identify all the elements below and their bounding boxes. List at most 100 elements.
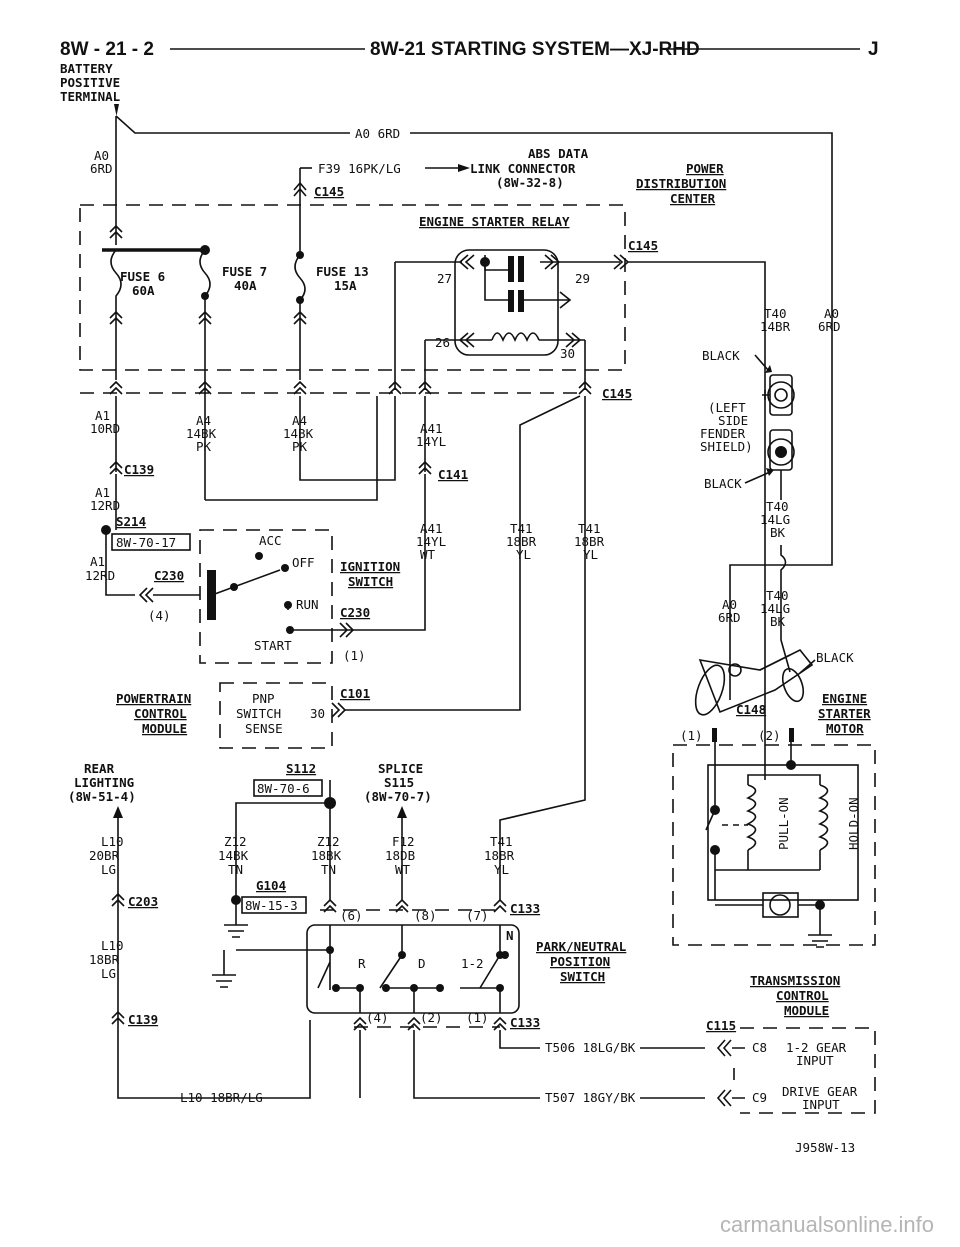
wire-label-t41-a: T41 18BR YL <box>506 521 537 562</box>
connector-label-c139-bottom: C139 <box>128 1012 158 1027</box>
starter-relay-body <box>454 249 559 356</box>
svg-text:14LG: 14LG <box>760 512 790 527</box>
fender-black-b: BLACK <box>704 476 742 491</box>
relay-coil <box>491 332 540 343</box>
splice-s214-ref: 8W-70-17 <box>116 535 176 550</box>
connector-c145-abs <box>293 181 307 197</box>
pdc-label: POWER DISTRIBUTION CENTER <box>636 161 726 206</box>
svg-text:L10: L10 <box>101 938 124 953</box>
starter-node-c <box>786 760 796 770</box>
pnp-pos-n: N <box>506 928 514 943</box>
svg-text:SWITCH: SWITCH <box>236 706 281 721</box>
svg-text:TN: TN <box>228 862 243 877</box>
pnp-dot-n <box>501 951 509 959</box>
wire-a0-6rd-top-left <box>115 115 350 134</box>
wire-label-a4-b: A4 14BK PK <box>283 413 314 454</box>
svg-text:YL: YL <box>494 862 509 877</box>
svg-text:14BK: 14BK <box>186 426 217 441</box>
wire-a1-to-ignition <box>105 530 135 596</box>
relay-pin-29-label: 29 <box>575 271 590 286</box>
watermark: carmanualsonline.info <box>720 1212 934 1237</box>
wire-label-t40-14br: T40 14BR <box>760 306 791 334</box>
svg-text:A0: A0 <box>824 306 839 321</box>
pnp-pin-4: (4) <box>366 1010 389 1025</box>
pnp-pos-12: 1-2 <box>461 956 484 971</box>
svg-text:SWITCH: SWITCH <box>348 574 393 589</box>
wire-z12 <box>235 780 331 900</box>
relay-pin-27 <box>395 254 475 270</box>
starter-motor-symbol <box>769 894 791 916</box>
ignition-start: START <box>254 638 292 653</box>
pnp-switch-label: PARK/NEUTRAL POSITION SWITCH <box>536 939 627 984</box>
svg-text:18DB: 18DB <box>385 848 415 863</box>
fuse-7-rating: 40A <box>234 278 257 293</box>
svg-text:1-2 GEAR: 1-2 GEAR <box>786 1040 847 1055</box>
rear-lighting-label: REAR LIGHTING (8W-51-4) <box>68 761 136 804</box>
page-title: 8W-21 STARTING SYSTEM—XJ-RHD <box>370 39 700 60</box>
starter-hold-on-coil <box>817 784 829 851</box>
pcm-pin-30: 30 <box>310 706 325 721</box>
ignition-pin-4: (4) <box>148 608 171 623</box>
svg-text:18BR: 18BR <box>574 534 605 549</box>
svg-text:12RD: 12RD <box>85 568 115 583</box>
connector-label-c141: C141 <box>438 467 468 482</box>
splice-s112-ref: 8W-70-6 <box>257 781 310 796</box>
connector-label-c133-bottom: C133 <box>510 1015 540 1030</box>
svg-text:18BR: 18BR <box>89 952 120 967</box>
splice-label-s214: S214 <box>116 514 146 529</box>
wire-label-t40-14lg-a: T40 14LG BK <box>760 499 790 540</box>
svg-text:T41: T41 <box>578 521 601 536</box>
fuse-7-name: FUSE 7 <box>222 264 267 279</box>
fuse-7-element <box>199 249 211 500</box>
ignition-switch-lever <box>211 569 281 596</box>
wire-label-z12-a: Z12 14BK TN <box>218 834 249 877</box>
svg-text:A4: A4 <box>196 413 211 428</box>
connector-label-c101: C101 <box>340 686 370 701</box>
splice-s115-label: SPLICE S115 (8W-70-7) <box>364 761 432 804</box>
svg-text:A41: A41 <box>420 521 443 536</box>
starter-pin-2: (2) <box>758 728 781 743</box>
svg-text:14BR: 14BR <box>760 319 791 334</box>
pcm-pnp-sense: PNP SWITCH SENSE <box>236 691 283 736</box>
svg-text:INPUT: INPUT <box>802 1097 840 1112</box>
relay-contact-b <box>518 256 524 282</box>
svg-text:(LEFT: (LEFT <box>708 400 746 415</box>
pcm-boundary <box>219 682 333 749</box>
svg-text:CENTER: CENTER <box>670 191 716 206</box>
fender-black-a: BLACK <box>702 348 740 363</box>
connector-label-c148: C148 <box>736 702 766 717</box>
svg-text:18BR: 18BR <box>506 534 537 549</box>
pnp-pos-d: D <box>418 956 426 971</box>
svg-text:T40: T40 <box>764 306 787 321</box>
svg-text:Z12: Z12 <box>317 834 340 849</box>
svg-text:WT: WT <box>420 547 436 562</box>
svg-text:CONTROL: CONTROL <box>776 988 829 1003</box>
svg-text:ENGINE: ENGINE <box>822 691 867 706</box>
wire-t41-to-pcm <box>345 580 521 711</box>
svg-text:MOTOR: MOTOR <box>826 721 864 736</box>
svg-text:PK: PK <box>292 439 308 454</box>
connector-c9 <box>716 1089 745 1107</box>
svg-text:A1: A1 <box>95 485 110 500</box>
svg-text:POSITIVE: POSITIVE <box>60 75 120 90</box>
pnp-pos-r: R <box>358 956 366 971</box>
pnp-dot-1 <box>332 984 340 992</box>
svg-text:SIDE: SIDE <box>718 413 748 428</box>
leader-black-b-arrow <box>766 468 774 476</box>
ground-symbol-g104 <box>224 900 248 938</box>
fuse-6-rating: 60A <box>132 283 155 298</box>
relay-pin-30-label: 30 <box>560 346 575 361</box>
svg-text:12RD: 12RD <box>90 498 120 513</box>
wire-pnp-bottom <box>359 1030 540 1099</box>
pnp-dot-5 <box>436 984 444 992</box>
starter-lead <box>759 654 791 671</box>
tcm-boundary <box>740 1027 876 1114</box>
relay-label: ENGINE STARTER RELAY <box>419 214 570 229</box>
starter-pin-2-terminal <box>789 728 794 742</box>
svg-text:S115: S115 <box>384 775 414 790</box>
svg-text:YL: YL <box>516 547 531 562</box>
relay-pin-26-label: 26 <box>435 335 450 350</box>
connector-c139-top <box>109 460 123 475</box>
tcm-c8: C8 <box>752 1040 767 1055</box>
svg-text:PNP: PNP <box>252 691 275 706</box>
